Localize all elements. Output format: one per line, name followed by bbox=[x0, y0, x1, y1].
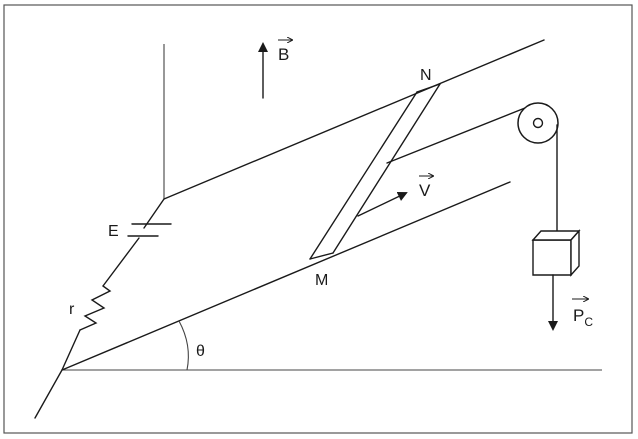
velocity-arrow bbox=[357, 191, 408, 217]
pulley-wheel bbox=[517, 102, 559, 144]
string-to-pulley bbox=[386, 105, 531, 164]
pulley-axle bbox=[532, 117, 544, 129]
hanging-block bbox=[531, 229, 581, 277]
pulley bbox=[517, 102, 559, 144]
label-r: r bbox=[69, 301, 75, 318]
battery bbox=[127, 223, 172, 237]
block-front bbox=[532, 239, 572, 276]
upper-rail bbox=[163, 39, 545, 200]
label-v: V bbox=[419, 181, 431, 200]
circuit-wire-top bbox=[143, 198, 165, 229]
label-theta: θ bbox=[196, 343, 205, 360]
label-b: B bbox=[278, 45, 289, 64]
rod-end-bottom bbox=[309, 252, 334, 260]
lower-rail bbox=[61, 181, 511, 371]
angle-arc bbox=[178, 320, 189, 371]
sliding-rod bbox=[309, 83, 441, 260]
rod-end-top bbox=[416, 83, 441, 93]
lead-extension bbox=[34, 369, 63, 419]
label-e: E bbox=[108, 223, 119, 240]
label-n: N bbox=[420, 67, 432, 84]
circuit-wire-bottom bbox=[61, 329, 81, 371]
rod-edge-right bbox=[332, 83, 441, 254]
label-p-subscript: C bbox=[584, 315, 593, 329]
label-p-main: P bbox=[573, 306, 584, 325]
rod-edge-left bbox=[309, 91, 418, 260]
block-side bbox=[570, 229, 580, 277]
circuit-wire-middle bbox=[102, 237, 140, 287]
label-p: PC bbox=[573, 306, 593, 329]
outer-border bbox=[3, 4, 633, 434]
resistor bbox=[79, 285, 112, 331]
label-m: M bbox=[315, 272, 328, 289]
